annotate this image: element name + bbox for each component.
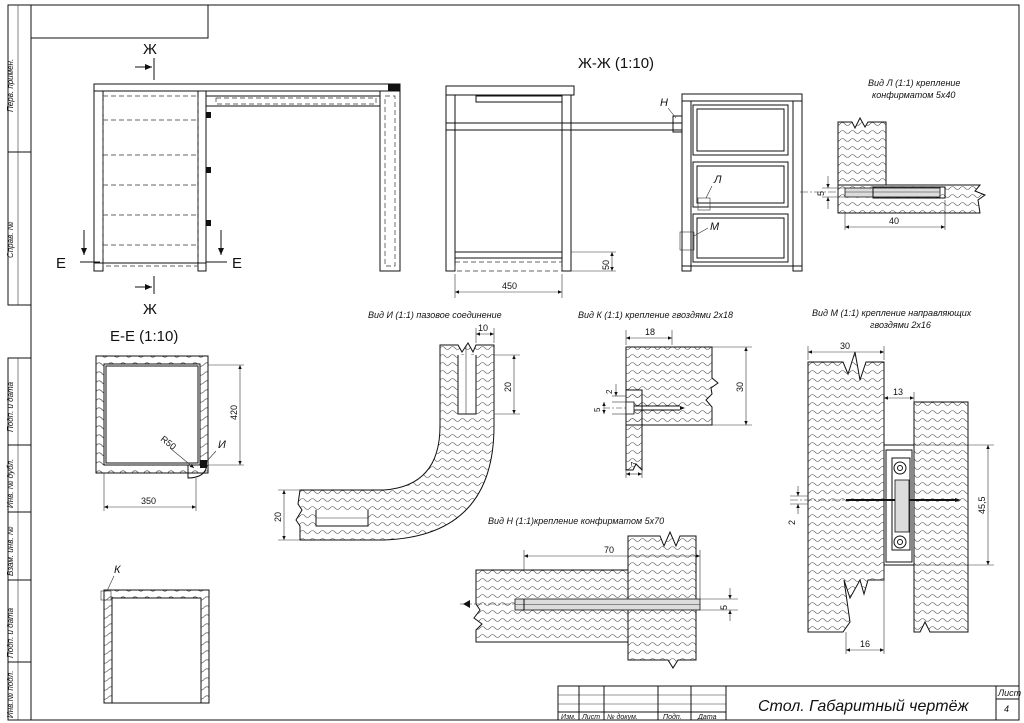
left-strip: Перв. примен. Справ. № Подп. и дата Инв.…: [6, 4, 32, 721]
strip-field-podp2: Подп. и дата: [6, 607, 15, 658]
view-l-title-2: конфирматом 5x40: [872, 90, 955, 100]
strip-field-perv: Перв. примен.: [6, 59, 15, 112]
view-i-dim-top: 10: [478, 323, 488, 333]
stamp-col-data: Дата: [697, 714, 717, 721]
stamp-col-podp: Подп.: [663, 713, 682, 721]
view-m-title-2: гвоздями 2x16: [870, 320, 931, 330]
strip-field-podp1: Подп. и дата: [6, 381, 15, 432]
small-box-view: К: [100, 564, 210, 704]
view-n-dim-length: 70: [604, 545, 614, 555]
callout-n: Н: [660, 97, 668, 109]
callout-k: К: [114, 564, 121, 576]
view-l-title-1: Вид Л (1:1) крепление: [868, 78, 960, 88]
view-m-dim-gap: 13: [893, 387, 903, 397]
view-l-dim-length: 40: [889, 216, 899, 226]
front-cut-label-right: Е: [232, 255, 242, 272]
section-zh-title: Ж-Ж (1:10): [578, 55, 654, 72]
view-l-dim-dia: 5: [816, 191, 826, 196]
stamp-col-list: Лист: [581, 714, 600, 721]
zh-dim-width: 450: [502, 281, 517, 291]
view-i-dim-left: 20: [273, 512, 283, 522]
front-view: Ж Ж Е Е: [56, 41, 401, 318]
e-dim-height: 420: [229, 405, 239, 420]
strip-field-vzam: Взам. инв. №: [6, 526, 15, 576]
view-m-dim-left: 2: [787, 520, 797, 525]
section-e-view: Е-Е (1:10) 420 350 R50 И: [95, 328, 244, 511]
view-i-title: Вид И (1:1) пазовое соединение: [368, 310, 502, 320]
view-k-dim-bottom: 7: [630, 461, 639, 466]
section-zh-view: Ж-Ж (1:10) Н Л М 450 50: [445, 55, 803, 298]
view-n-title: Вид Н (1:1)крепление конфирматом 5x70: [488, 516, 664, 526]
view-k: Вид К (1:1) крепление гвоздями 2x18 18 3…: [578, 310, 752, 478]
stamp-col-izm: Изм.: [561, 714, 576, 721]
drawing-title: Стол. Габаритный чертёж: [758, 698, 969, 715]
view-l: Вид Л (1:1) крепление конфирматом 5x40 5…: [800, 78, 987, 230]
view-m-dim-top: 30: [840, 341, 850, 351]
callout-m: М: [710, 221, 720, 233]
section-e-title: Е-Е (1:10): [110, 328, 178, 345]
callout-l: Л: [713, 174, 722, 186]
front-cut-label-left: Е: [56, 255, 66, 272]
front-section-label-top: Ж: [143, 41, 157, 58]
strip-field-inv-podl: Инв.№ подл.: [6, 671, 15, 718]
view-n-dim-dia: 5: [719, 605, 729, 610]
view-k-dim-top: 18: [645, 327, 655, 337]
view-k-dim-small2: 5: [593, 407, 602, 412]
view-m-dim-bottom: 16: [860, 639, 870, 649]
stamp-col-dokum: № докум.: [607, 713, 638, 721]
callout-i: И: [218, 439, 226, 451]
front-section-label-bottom: Ж: [143, 301, 157, 318]
view-k-dim-right: 30: [735, 382, 745, 392]
view-k-dim-small1: 2: [605, 389, 614, 394]
view-k-title: Вид К (1:1) крепление гвоздями 2x18: [578, 310, 733, 320]
view-n: Вид Н (1:1)крепление конфирматом 5x70 5 …: [460, 516, 738, 669]
view-i-dim-right: 20: [503, 382, 513, 392]
view-m: Вид М (1:1) крепление направляющих гвозд…: [787, 308, 994, 654]
e-dim-width: 350: [141, 496, 156, 506]
strip-field-inv-dubl: Инв. № дубл.: [6, 459, 15, 508]
zh-dim-height: 50: [601, 260, 611, 270]
view-m-dim-right: 45,5: [977, 496, 987, 514]
sheet-label: Лист: [997, 688, 1022, 698]
view-m-title-1: Вид М (1:1) крепление направляющих: [812, 308, 972, 318]
view-i: Вид И (1:1) пазовое соединение 10 20 20: [273, 310, 520, 541]
title-block: Изм. Лист № докум. Подп. Дата Стол. Габа…: [557, 685, 1022, 721]
strip-field-sprav: Справ. №: [6, 221, 15, 258]
sheet-number: 4: [1004, 704, 1009, 714]
